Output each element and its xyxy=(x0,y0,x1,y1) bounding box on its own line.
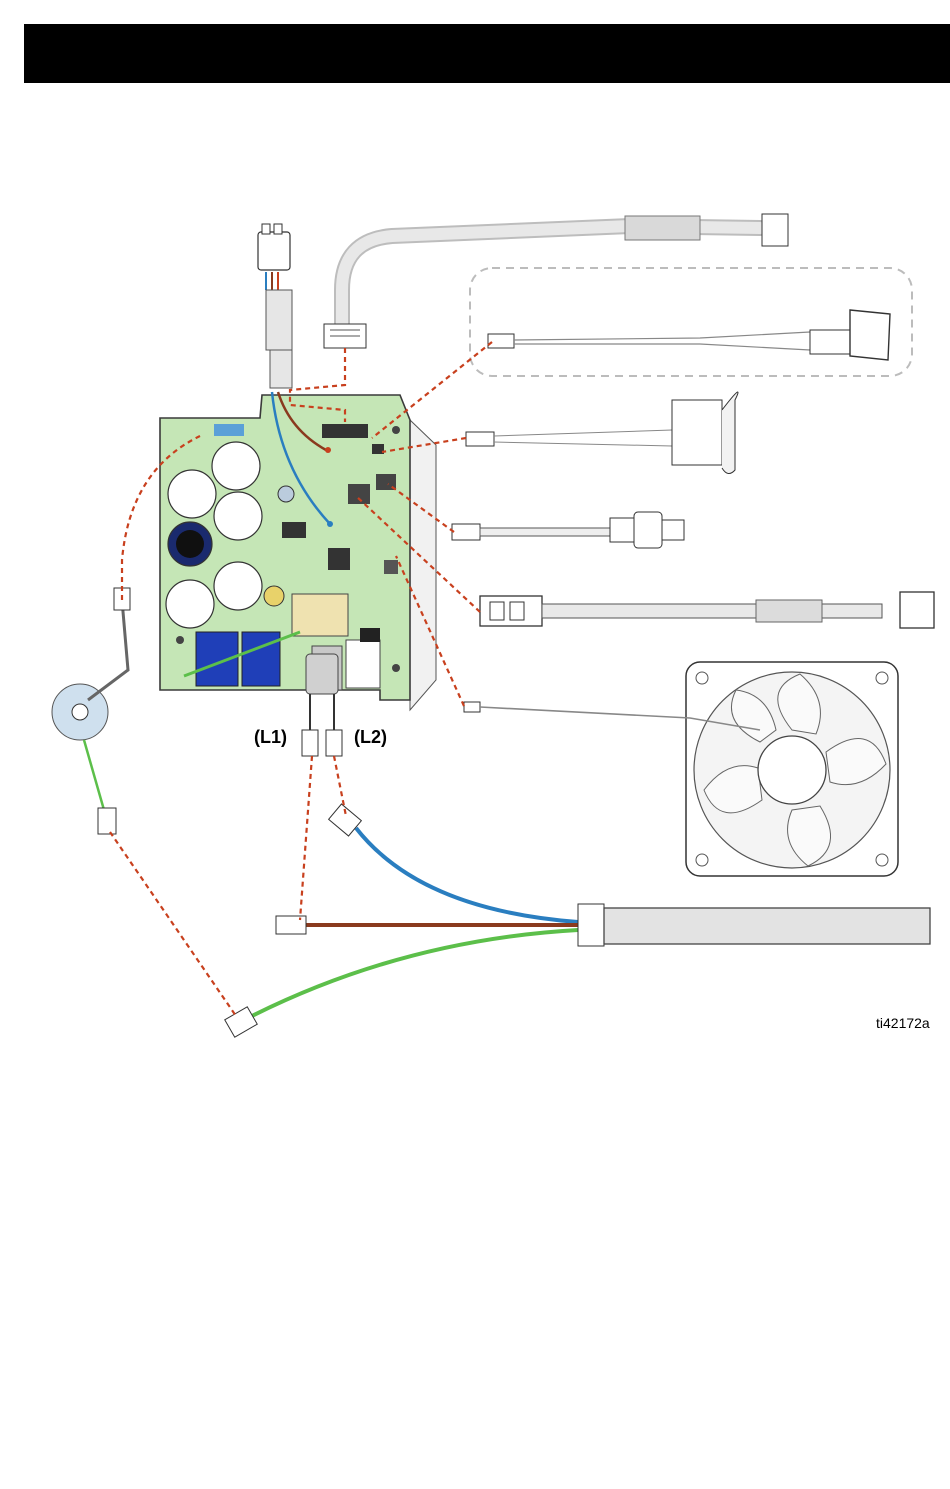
ground-ring-terminal xyxy=(52,588,130,834)
figure-id: ti42172a xyxy=(876,1015,930,1031)
l2-label: (L2) xyxy=(354,727,387,747)
cooling-fan xyxy=(464,662,898,876)
ribbon-cable xyxy=(324,214,788,348)
pressure-sensor xyxy=(452,512,684,548)
power-switch xyxy=(470,268,912,376)
l1-label: (L1) xyxy=(254,727,287,747)
round-sensor xyxy=(466,392,738,474)
top-3pin-connector xyxy=(258,224,292,388)
fan-harness xyxy=(480,592,934,628)
control-board xyxy=(160,392,436,756)
